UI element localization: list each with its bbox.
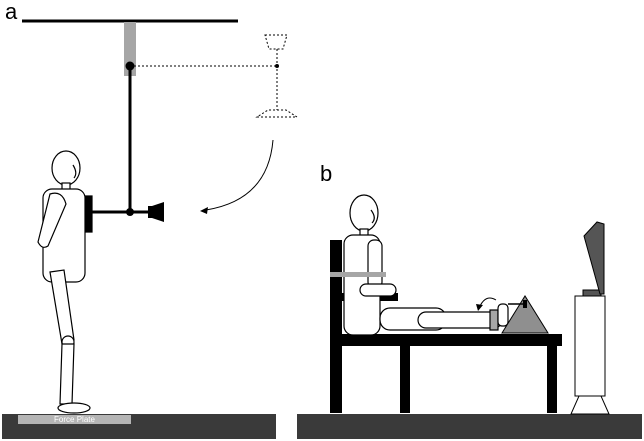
force-plate — [18, 415, 131, 424]
panel-a-label: a — [5, 0, 18, 24]
leg-impactor-block — [501, 295, 549, 334]
pendulum-joint — [126, 208, 134, 216]
torso-strap — [330, 272, 386, 277]
impactor-head — [148, 202, 164, 222]
standing-mannequin — [37, 150, 93, 414]
panel-b-label: b — [320, 161, 332, 186]
monitor — [583, 221, 605, 295]
pendulum-mount — [124, 22, 136, 76]
swing-arrow — [205, 139, 274, 211]
monitor-stand — [570, 295, 610, 415]
panel-a: a — [2, 0, 299, 439]
ground-b — [297, 414, 642, 439]
rotation-arrow — [479, 297, 497, 307]
monitor-base — [582, 289, 602, 297]
seated-mannequin — [343, 194, 509, 336]
raised-pendulum-joint — [275, 64, 279, 68]
swing-arrow-head — [200, 207, 208, 214]
rotation-arrow-head — [476, 304, 483, 311]
raised-pendulum-ghost — [255, 34, 299, 118]
force-plate-label: Force Plate — [54, 415, 95, 424]
impactor-tip — [523, 300, 527, 308]
panel-b: b — [297, 161, 642, 439]
